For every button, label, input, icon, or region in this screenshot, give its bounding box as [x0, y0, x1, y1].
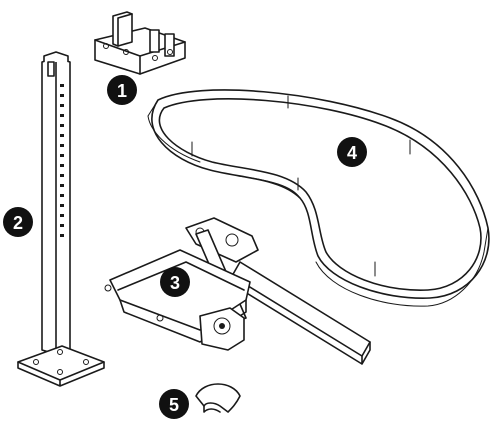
part-label-3: 3: [160, 267, 190, 297]
post-hole: [60, 94, 64, 97]
post-hole: [60, 84, 64, 87]
post-hole: [60, 164, 64, 167]
svg-text:4: 4: [347, 143, 357, 163]
part-label-2: 2: [3, 207, 33, 237]
svg-text:2: 2: [13, 213, 23, 233]
mounting-bracket-drawing: [94, 11, 186, 75]
part-label-4: 4: [337, 137, 367, 167]
post-hole: [60, 204, 64, 207]
post-hole: [60, 104, 64, 107]
post-hole: [60, 234, 64, 237]
post-hole: [60, 114, 64, 117]
post-hole: [60, 124, 64, 127]
post-hole: [60, 144, 64, 147]
kidney-frame-drawing: [147, 89, 490, 307]
post-hole: [60, 224, 64, 227]
post-hole: [60, 154, 64, 157]
part-label-1: 1: [107, 75, 137, 105]
post-hole: [60, 194, 64, 197]
svg-text:3: 3: [170, 273, 180, 293]
post-hole: [60, 174, 64, 177]
clip-drawing: [195, 383, 241, 413]
swing-arm-drawing: [104, 217, 371, 365]
part-label-5: 5: [159, 389, 189, 419]
post-hole: [60, 214, 64, 217]
post-hole: [60, 184, 64, 187]
svg-text:1: 1: [117, 81, 127, 101]
svg-text:5: 5: [169, 395, 179, 415]
post-hole: [60, 134, 64, 137]
vertical-post-drawing: [17, 51, 105, 387]
